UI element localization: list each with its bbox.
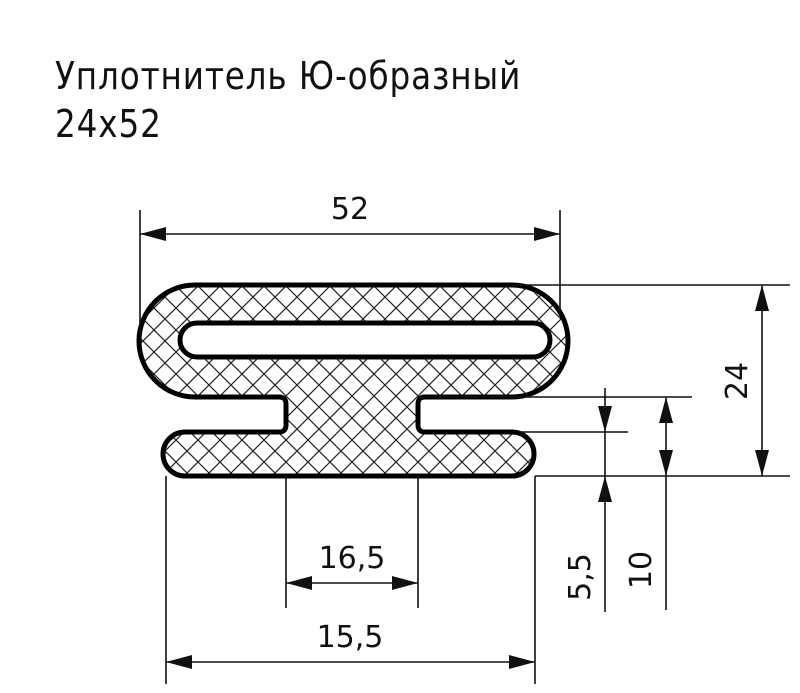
- dimension-15-5: 15,5: [165, 476, 536, 684]
- profile-outline: [136, 282, 571, 479]
- inner-slot: [177, 320, 553, 360]
- dimension-16-5: 16,5: [285, 476, 419, 608]
- dim-label-10: 10: [624, 551, 659, 589]
- dimension-52: 52: [139, 192, 561, 335]
- dim-label-24: 24: [720, 362, 755, 400]
- dim-label-15-5: 15,5: [317, 620, 384, 655]
- product-size: 24x52: [55, 102, 162, 146]
- title-block: Уплотнитель Ю-образный 24x52: [55, 52, 597, 148]
- dimension-5-5: 5,5: [520, 388, 628, 612]
- dimension-24: 24: [512, 284, 790, 477]
- dim-label-16-5: 16,5: [319, 541, 386, 576]
- dimension-10: 10: [420, 396, 692, 610]
- dim-label-5-5: 5,5: [563, 553, 598, 601]
- product-title: Уплотнитель Ю-образный: [55, 54, 522, 98]
- dim-label-52: 52: [331, 192, 369, 227]
